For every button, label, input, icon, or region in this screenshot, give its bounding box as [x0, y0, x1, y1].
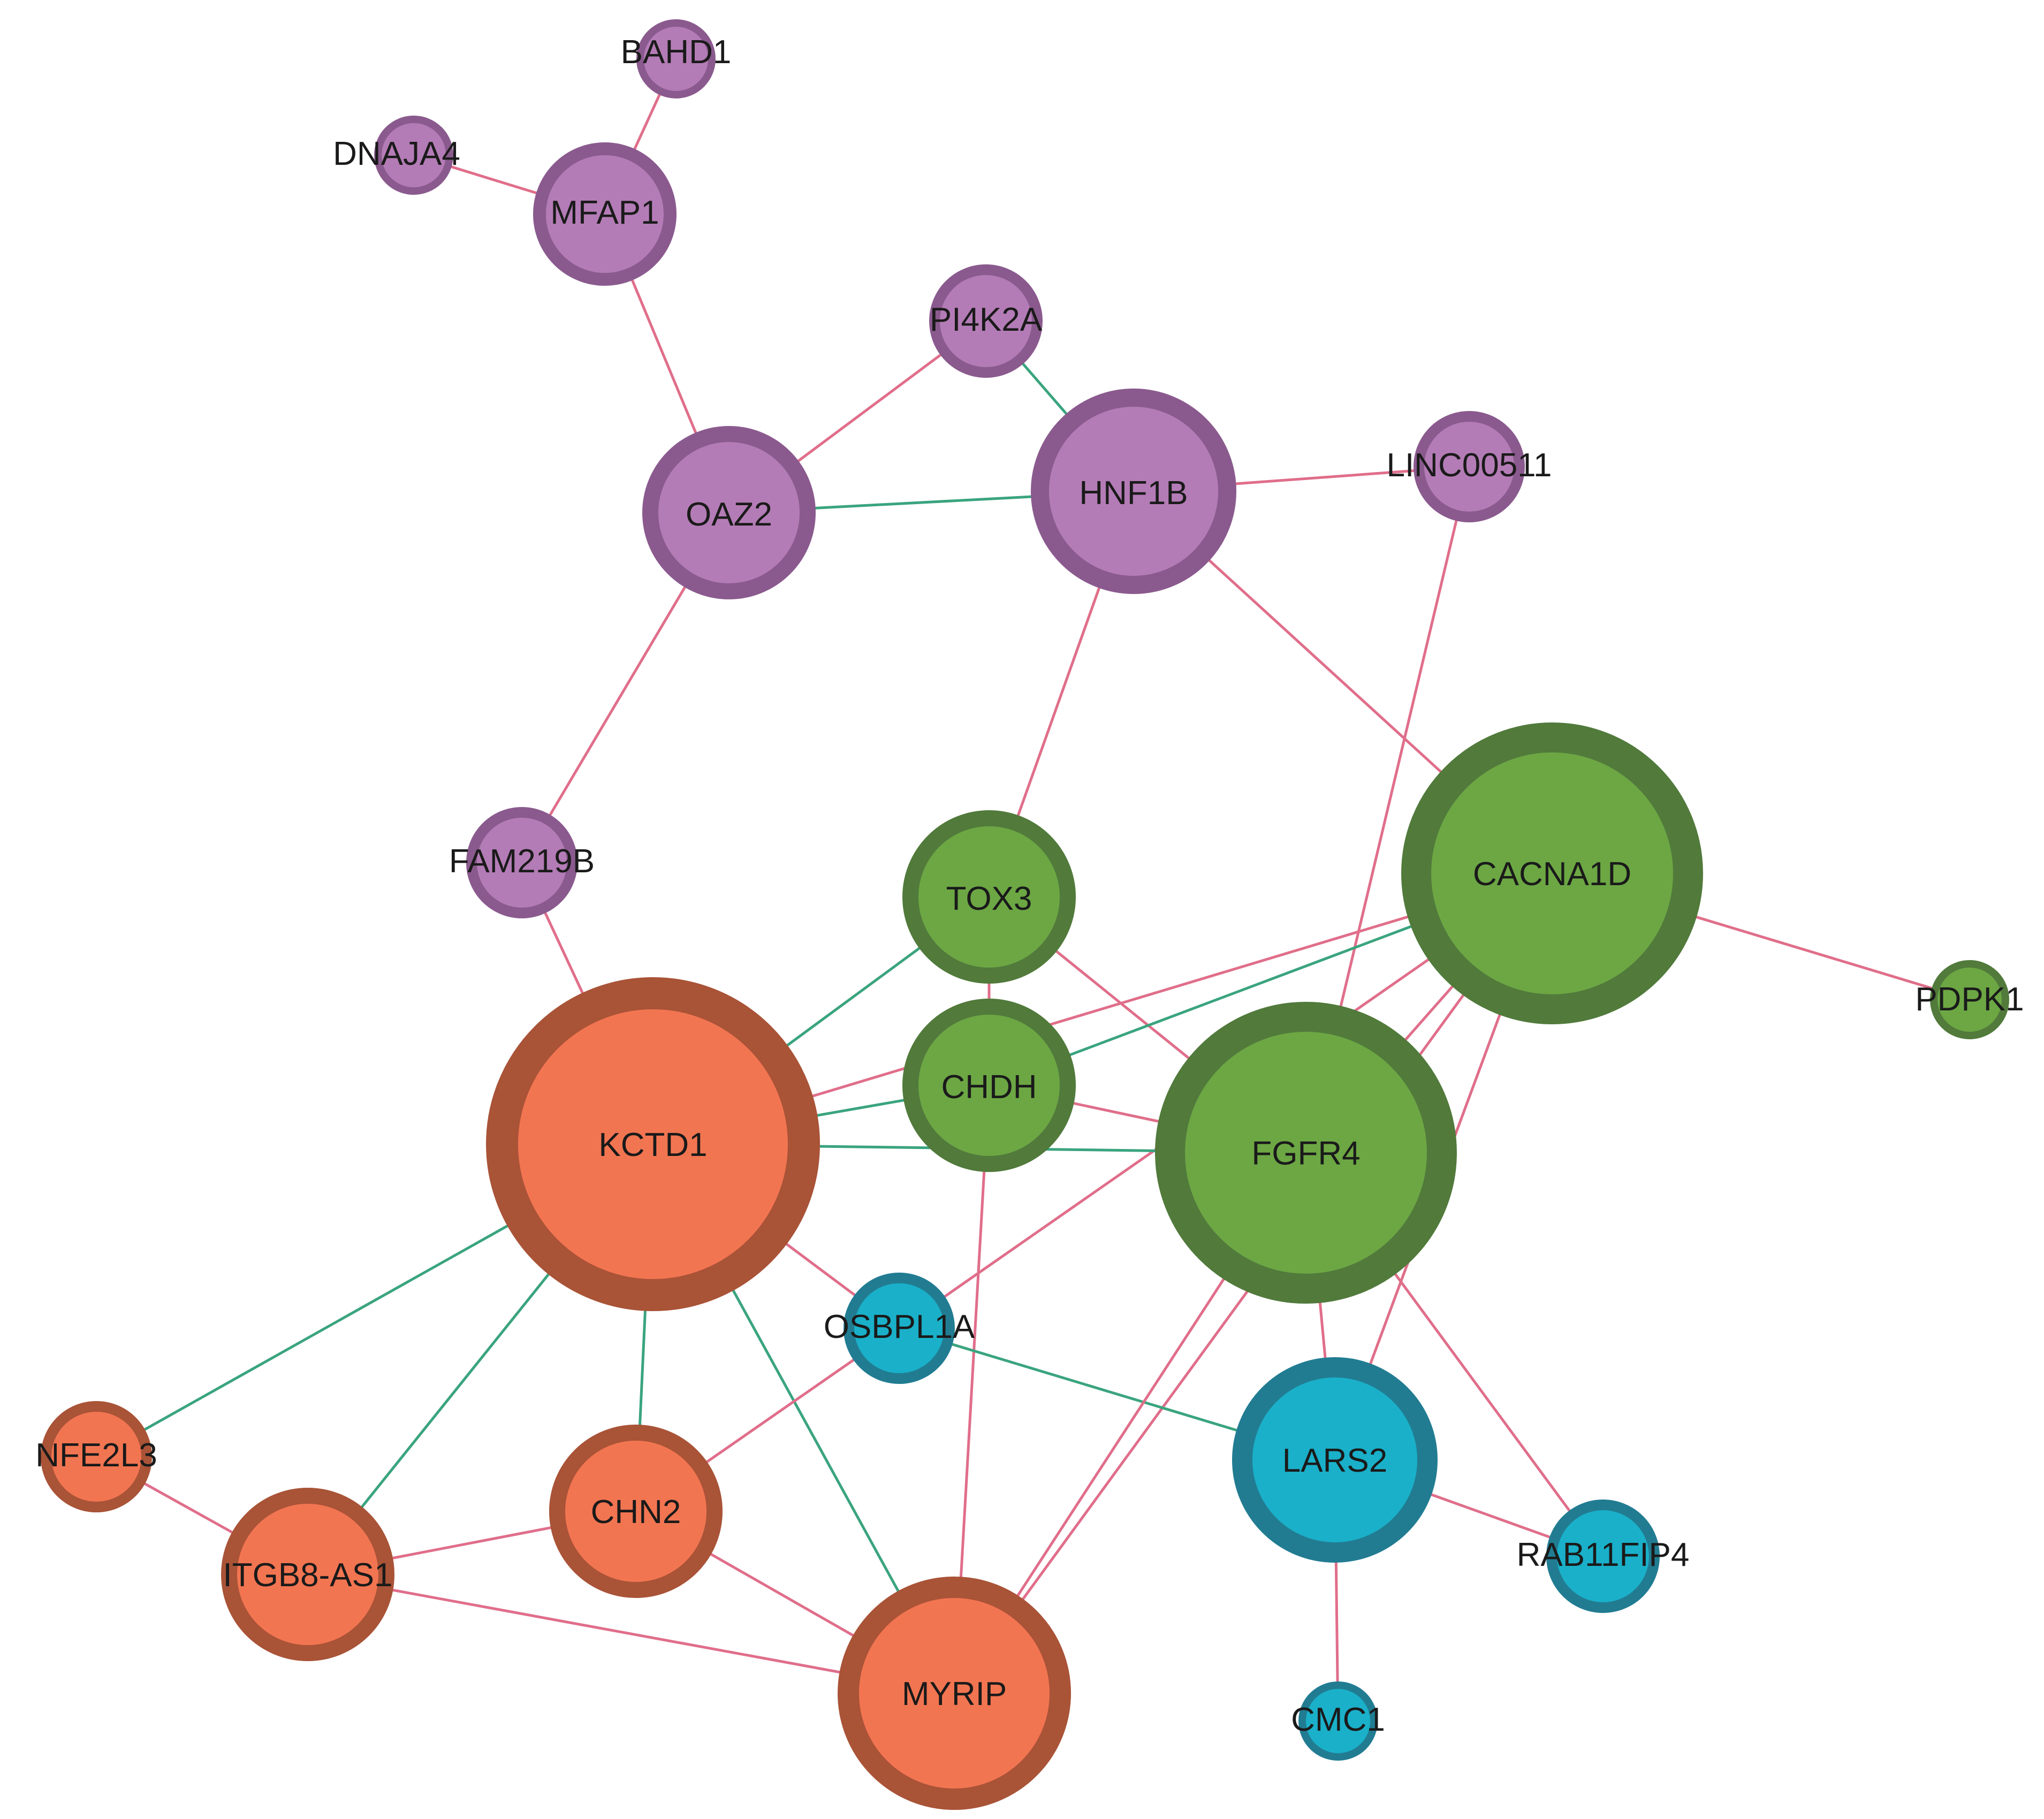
node-circle-nfe2l3[interactable] [41, 1401, 152, 1512]
node-circle-pi4k2a[interactable] [929, 264, 1043, 378]
node-circle-fgfr4[interactable] [1155, 1002, 1457, 1304]
node-label-linc00511: LINC00511 [1386, 447, 1552, 484]
node-label-lars2: LARS2 [1282, 1442, 1387, 1479]
node-label-hnf1b: HNF1B [1079, 475, 1188, 512]
node-rab11fip4[interactable]: RAB11FIP4 [1517, 1500, 1690, 1613]
node-circle-tox3[interactable] [902, 810, 1076, 984]
node-fam219b[interactable]: FAM219B [449, 807, 595, 918]
node-circle-oaz2[interactable] [642, 426, 816, 599]
node-label-cacna1d: CACNA1D [1473, 856, 1631, 893]
node-bahd1[interactable]: BAHD1 [621, 19, 732, 98]
node-label-fam219b: FAM219B [449, 843, 595, 880]
node-fgfr4[interactable]: FGFR4 [1155, 1002, 1457, 1304]
node-label-dnaja4: DNAJA4 [333, 135, 460, 172]
node-circle-mfap1[interactable] [533, 142, 677, 286]
node-label-kctd1: KCTD1 [598, 1127, 707, 1163]
node-circle-rab11fip4[interactable] [1546, 1500, 1660, 1613]
node-label-pi4k2a: PI4K2A [930, 301, 1043, 338]
node-cmc1[interactable]: CMC1 [1291, 1681, 1385, 1761]
node-label-nfe2l3: NFE2L3 [35, 1437, 157, 1474]
node-circle-itgb8-as1[interactable] [221, 1488, 394, 1661]
node-itgb8-as1[interactable]: ITGB8-AS1 [221, 1488, 394, 1661]
node-circle-linc00511[interactable] [1414, 411, 1525, 522]
node-pdpk1[interactable]: PDPK1 [1915, 960, 2024, 1039]
node-myrip[interactable]: MYRIP [838, 1577, 1071, 1810]
node-circle-bahd1[interactable] [636, 19, 716, 98]
node-dnaja4[interactable]: DNAJA4 [333, 116, 460, 195]
node-circle-cacna1d[interactable] [1401, 722, 1703, 1024]
node-label-chdh: CHDH [941, 1069, 1037, 1106]
node-circle-cmc1[interactable] [1298, 1681, 1378, 1761]
node-circle-chdh[interactable] [902, 999, 1076, 1172]
node-linc00511[interactable]: LINC00511 [1386, 411, 1552, 522]
node-circle-osbpl1a[interactable] [844, 1273, 955, 1384]
node-circle-hnf1b[interactable] [1031, 389, 1236, 594]
node-circle-chn2[interactable] [549, 1425, 723, 1598]
node-label-tox3: TOX3 [946, 880, 1032, 917]
node-circle-fam219b[interactable] [466, 807, 578, 918]
node-lars2[interactable]: LARS2 [1232, 1357, 1438, 1563]
node-osbpl1a[interactable]: OSBPL1A [824, 1273, 975, 1384]
node-hnf1b[interactable]: HNF1B [1031, 389, 1236, 594]
node-label-pdpk1: PDPK1 [1915, 981, 2024, 1018]
node-circle-myrip[interactable] [838, 1577, 1071, 1810]
node-chdh[interactable]: CHDH [902, 999, 1076, 1172]
node-circle-lars2[interactable] [1232, 1357, 1438, 1563]
node-label-osbpl1a: OSBPL1A [824, 1308, 975, 1345]
node-kctd1[interactable]: KCTD1 [486, 977, 820, 1311]
node-cacna1d[interactable]: CACNA1D [1401, 722, 1703, 1024]
node-oaz2[interactable]: OAZ2 [642, 426, 816, 599]
node-circle-kctd1[interactable] [486, 977, 820, 1311]
node-label-chn2: CHN2 [591, 1494, 681, 1531]
node-label-bahd1: BAHD1 [621, 34, 732, 71]
node-chn2[interactable]: CHN2 [549, 1425, 723, 1598]
node-label-cmc1: CMC1 [1291, 1701, 1385, 1738]
node-label-mfap1: MFAP1 [550, 194, 659, 231]
node-label-oaz2: OAZ2 [686, 496, 772, 533]
node-label-rab11fip4: RAB11FIP4 [1517, 1536, 1690, 1573]
node-circle-pdpk1[interactable] [1930, 960, 2009, 1039]
node-circle-dnaja4[interactable] [374, 116, 453, 195]
node-mfap1[interactable]: MFAP1 [533, 142, 677, 286]
node-nfe2l3[interactable]: NFE2L3 [35, 1401, 157, 1512]
node-tox3[interactable]: TOX3 [902, 810, 1076, 984]
node-pi4k2a[interactable]: PI4K2A [929, 264, 1043, 378]
node-label-myrip: MYRIP [902, 1676, 1007, 1713]
node-label-itgb8-as1: ITGB8-AS1 [223, 1557, 393, 1594]
node-label-fgfr4: FGFR4 [1251, 1135, 1360, 1172]
